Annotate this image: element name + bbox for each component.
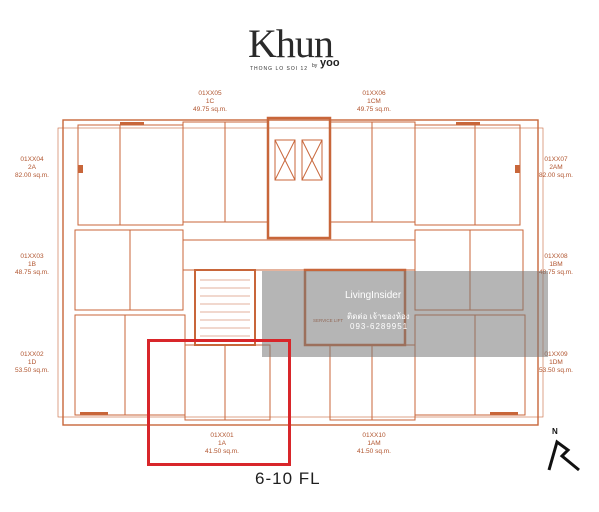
- partner-logo: yoo: [320, 57, 340, 69]
- watermark-overlay: [262, 271, 548, 357]
- watermark-phone: 093-6289951: [350, 322, 409, 331]
- floor-label: 6-10 FL: [255, 469, 321, 488]
- watermark-contact: ติดต่อ เจ้าของห้อง: [347, 312, 410, 321]
- watermark-logo: LivingInsider: [345, 290, 402, 301]
- north-arrow-icon: [547, 439, 580, 472]
- brand-logo: Khun: [248, 21, 334, 66]
- highlighted-unit-box: [147, 339, 291, 466]
- north-label: N: [552, 427, 558, 436]
- brand-by: by: [312, 63, 318, 69]
- brand-tagline: THONG LO SOI 12: [250, 66, 309, 72]
